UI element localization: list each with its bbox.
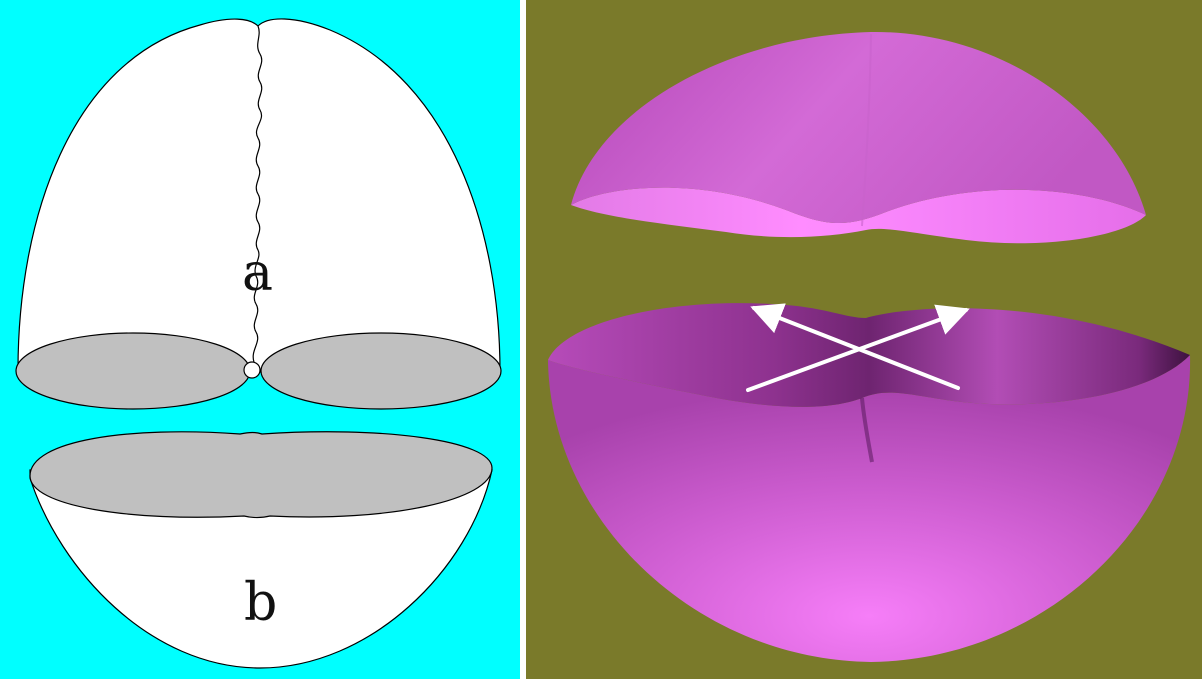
lower-cut-face: [30, 432, 492, 518]
render-drawing: [526, 0, 1202, 679]
schematic-panel: a b: [0, 0, 520, 679]
upper-cut-face-right: [261, 333, 501, 409]
label-b: b: [244, 573, 277, 633]
junction-hole: [244, 362, 260, 378]
upper-cut-face-left: [16, 333, 250, 409]
label-a: a: [242, 243, 273, 303]
render-panel: [526, 0, 1202, 679]
schematic-drawing: a b: [0, 0, 520, 679]
